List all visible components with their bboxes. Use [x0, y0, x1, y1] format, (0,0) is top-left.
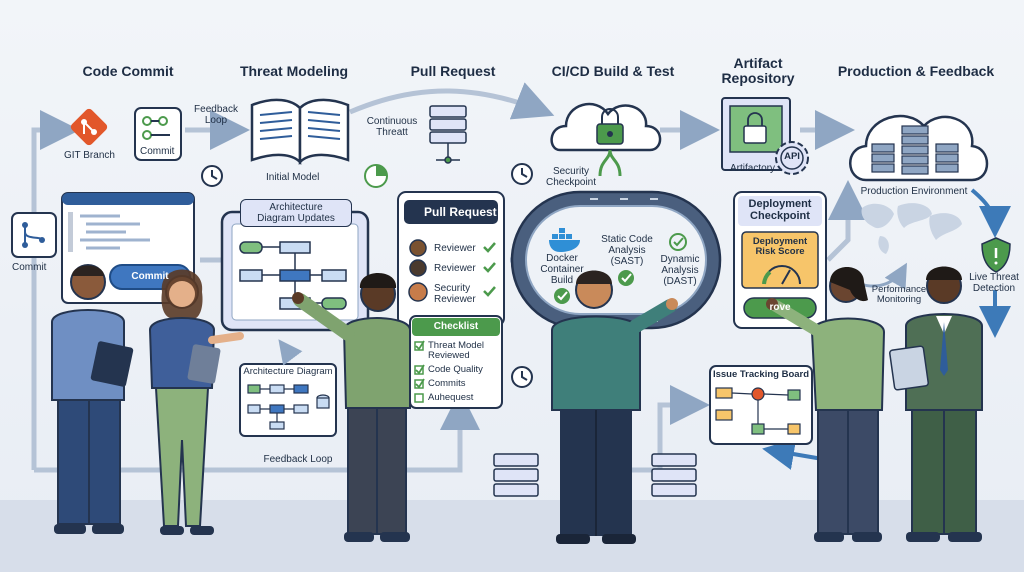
- security-cloud-icon: [550, 102, 662, 152]
- check-badge-icon: [669, 233, 687, 251]
- deployment-checkpoint-panel: [733, 191, 827, 329]
- issue-tracking-board-title: Issue Tracking Board: [712, 369, 810, 380]
- sast-label: Static Code Analysis (SAST): [601, 234, 653, 267]
- clock-icon: [201, 165, 223, 187]
- architecture-updates-label: Architecture Diagram Updates: [240, 199, 352, 227]
- stage-title-cicd: CI/CD Build & Test: [551, 63, 675, 79]
- dast-label: Dynamic Analysis (DAST): [660, 254, 700, 287]
- issue-tracking-board: [709, 365, 813, 445]
- reviewer-security: Security Reviewer: [434, 283, 476, 305]
- prod-arrow: [970, 188, 1011, 238]
- api-label: API: [784, 151, 800, 162]
- production-environment-label: Production Environment: [860, 186, 968, 197]
- checklist-item-code-quality: Code Quality: [428, 364, 483, 375]
- architecture-diagram-label: Architecture Diagram: [243, 366, 333, 377]
- artifactory-label: Artifactory: [730, 163, 776, 174]
- performance-monitoring-label: Performance Monitoring: [871, 284, 927, 306]
- stage-title-pull-request: Pull Request: [410, 63, 496, 79]
- live-threat-detection-label: Live Threat Detection: [969, 272, 1019, 294]
- stage-title-production: Production & Feedback: [837, 63, 995, 79]
- stage-title-threat-modeling: Threat Modeling: [239, 63, 349, 79]
- green-gauge-icon: [364, 164, 388, 188]
- api-gear-icon: [775, 141, 809, 175]
- checklist-title: Checklist: [433, 321, 479, 332]
- git-branch-label: GIT Branch: [64, 150, 115, 161]
- initial-model-label: Initial Model: [266, 172, 320, 183]
- architecture-panel: [220, 210, 370, 332]
- orange-pointer: [278, 339, 303, 366]
- approve-button[interactable]: rove: [769, 302, 791, 313]
- security-checkpoint-label: Security Checkpoint: [545, 166, 597, 188]
- monitor-arrow: [859, 262, 907, 290]
- commit-left-label: Commit: [12, 262, 47, 273]
- git-branch-icon: [70, 108, 108, 146]
- person-architect-pointing: [292, 273, 411, 542]
- stage-title-code-commit: Code Commit: [82, 63, 174, 79]
- world-map-icon: [861, 203, 962, 254]
- clock-icon: [511, 366, 533, 388]
- clock-icon: [511, 163, 533, 185]
- docker-build-label: Docker Container Build: [540, 253, 584, 286]
- server-stack-bottom-right: [651, 453, 697, 497]
- feedback-loop-top-label: Feedback Loop: [194, 104, 238, 126]
- checkpoint-connector: [598, 149, 622, 177]
- open-book-icon: [250, 98, 350, 166]
- commit-button[interactable]: Commit: [131, 271, 169, 282]
- production-cloud-icon: [849, 114, 989, 182]
- checklist-item-threat-model: Threat Model Reviewed: [428, 340, 484, 362]
- pull-request-title: Pull Request: [424, 205, 497, 219]
- reviewer-1: Reviewer: [434, 243, 476, 254]
- commit-small-label: Commit: [140, 146, 175, 157]
- person-ops-woman: [766, 267, 886, 542]
- shield-icon: [981, 237, 1011, 273]
- check-badge-icon: [554, 288, 570, 304]
- server-stack-bottom-left: [493, 453, 539, 497]
- person-manager-suit: [889, 266, 983, 542]
- server-stack-top: [429, 105, 467, 164]
- architecture-diagram-card: [239, 363, 337, 437]
- commit-card-small: [134, 107, 182, 161]
- pull-request-panel: [397, 191, 505, 327]
- artifact-server-icon: [721, 97, 791, 171]
- reviewer-2: Reviewer: [434, 263, 476, 274]
- person-developer-woman: [148, 269, 244, 535]
- deployment-checkpoint-title: Deployment Checkpoint: [748, 198, 812, 223]
- stage-title-artifact-repository: Artifact Repository: [721, 55, 795, 87]
- check-badge-icon: [618, 270, 634, 286]
- continuous-threat-label: Continuous Threatt: [366, 116, 418, 138]
- person-developer-tablet: [51, 264, 134, 534]
- docker-icon: [549, 228, 580, 252]
- feedback-loop-bottom-label: Feedback Loop: [263, 454, 333, 465]
- checklist-item-auhequest: Auhequest: [428, 392, 474, 403]
- checklist-item-commits: Commits: [428, 378, 466, 389]
- person-engineer-back: [551, 270, 678, 544]
- commit-card-left: [11, 212, 57, 258]
- risk-score-label: Deployment Risk Score: [752, 236, 808, 258]
